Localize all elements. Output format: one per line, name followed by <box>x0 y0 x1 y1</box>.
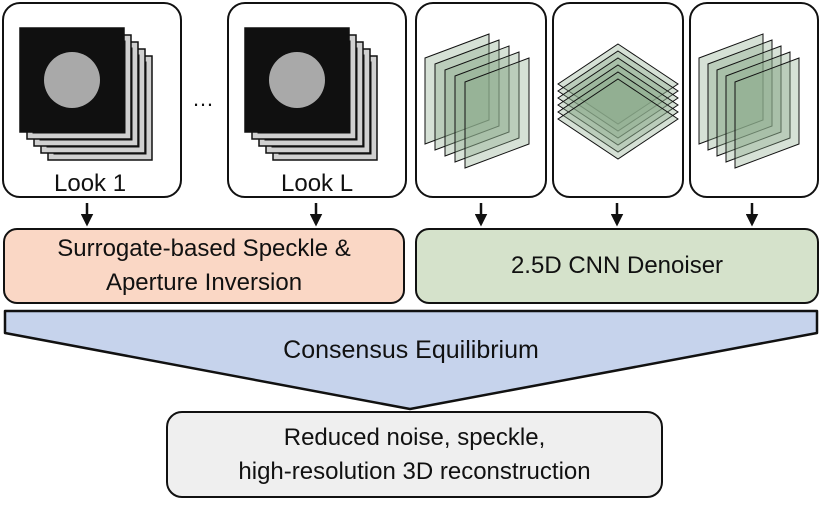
disc <box>269 52 325 108</box>
speckle-aperture-inversion-module: Surrogate-based Speckle & Aperture Inver… <box>3 228 405 304</box>
consensus-funnel <box>3 309 819 411</box>
volume-card-3 <box>689 2 819 198</box>
look-1-label: Look 1 <box>54 170 127 197</box>
ellipsis: … <box>192 86 215 111</box>
cnn-denoiser-module: 2.5D CNN Denoiser <box>415 228 819 304</box>
volume-slices-icon <box>698 33 800 169</box>
slice <box>557 64 679 146</box>
output-label: Reduced noise, speckle, high-resolution … <box>238 423 591 485</box>
frame-stack <box>19 27 153 161</box>
image-stack-icon <box>244 27 378 161</box>
inversion-label: Surrogate-based Speckle & Aperture Inver… <box>57 235 351 296</box>
image-stack-icon <box>19 27 153 161</box>
slice <box>557 78 679 160</box>
look-1-card: Look 1 <box>2 2 182 198</box>
volume-card-2 <box>552 2 684 198</box>
slice <box>557 57 679 139</box>
slices <box>424 33 530 169</box>
disc <box>44 52 100 108</box>
slice <box>734 57 800 169</box>
denoiser-label: 2.5D CNN Denoiser <box>510 252 724 279</box>
slices <box>698 33 800 169</box>
look-l-card: Look L <box>227 2 407 198</box>
volume-card-1 <box>415 2 547 198</box>
look-l-label: Look L <box>281 170 354 197</box>
slice <box>557 50 679 132</box>
frame-stack <box>244 27 378 161</box>
output-reconstruction-box: Reduced noise, speckle, high-resolution … <box>166 411 663 498</box>
consensus-equilibrium-label: Consensus Equilibrium <box>283 336 539 364</box>
volume-slices-icon <box>424 33 530 169</box>
slices <box>557 43 679 160</box>
volume-slices-icon <box>557 43 679 160</box>
slice <box>464 57 530 169</box>
slice <box>557 71 679 153</box>
slice <box>557 43 679 125</box>
